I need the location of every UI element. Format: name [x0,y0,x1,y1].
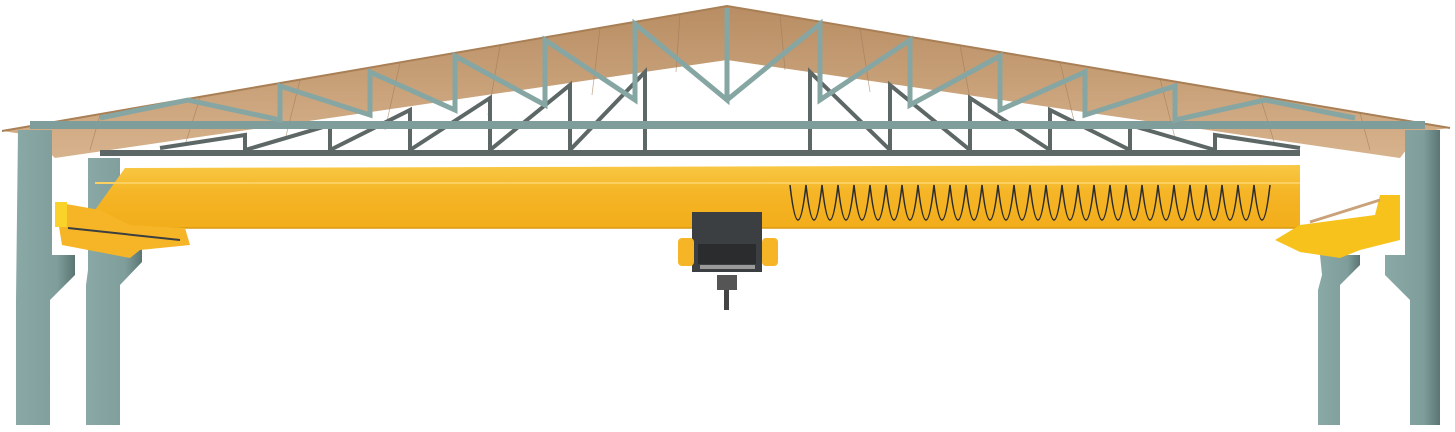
roof-truss-back [100,67,1301,156]
bridge-girder [95,165,1300,229]
right-columns [1318,130,1440,425]
hook-block [717,275,737,310]
electric-hoist [678,212,778,272]
right-end-truck [1275,195,1400,258]
festoon-cable [789,184,1271,221]
roof-truss [30,8,1425,129]
left-end-truck [55,202,190,258]
